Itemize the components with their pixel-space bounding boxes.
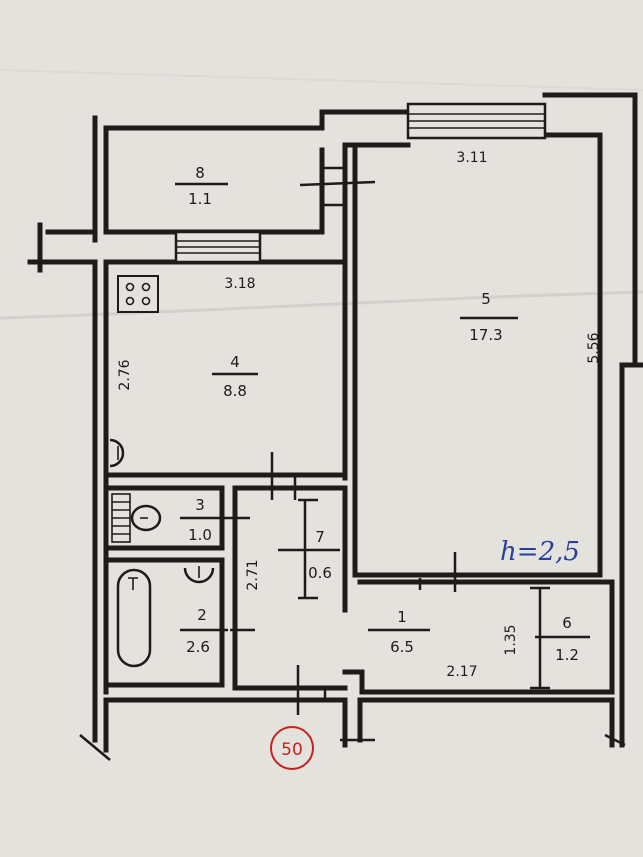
- room-8: 8 1.1: [188, 164, 212, 208]
- room-number: 4: [230, 353, 240, 371]
- room-number: 6: [562, 614, 572, 632]
- room-number: 8: [195, 164, 205, 182]
- room-2: 2 2.6: [186, 606, 210, 656]
- room-area: 2.6: [186, 638, 210, 656]
- room-5: 5 17.3: [469, 290, 502, 344]
- room-number: 7: [315, 528, 325, 546]
- room-number: 2: [197, 606, 207, 624]
- stove-icon: [117, 275, 159, 313]
- apartment-number-stamp: 50: [270, 726, 314, 770]
- bathtub-icon: [116, 568, 152, 668]
- dimension-room5-width: 3.11: [456, 150, 487, 166]
- room-area: 0.6: [308, 564, 332, 582]
- paper-crease: [0, 69, 643, 91]
- fraction-bars: [175, 182, 590, 639]
- kitchen-sink-icon: [109, 438, 125, 468]
- window-kitchen: [174, 230, 262, 264]
- dimension-room4-length: 2.76: [117, 359, 133, 390]
- room-6: 6 1.2: [555, 614, 579, 664]
- room-number: 3: [195, 496, 205, 514]
- room-7: 7 0.6: [308, 528, 332, 582]
- room-number: 5: [481, 290, 491, 308]
- dimension-corridor-length: 2.71: [245, 559, 261, 590]
- room-area: 1.0: [188, 526, 212, 544]
- room-area: 1.1: [188, 190, 212, 208]
- room-number: 1: [397, 608, 407, 626]
- walls: [27, 92, 643, 753]
- dimension-room5-length: 5.56: [586, 332, 602, 363]
- washbasin-icon: [183, 566, 215, 584]
- ceiling-height-note: h=2,5: [500, 537, 580, 567]
- windows: [174, 102, 547, 264]
- room-1: 1 6.5: [390, 608, 414, 656]
- room-area: 6.5: [390, 638, 414, 656]
- room-area: 17.3: [469, 326, 502, 344]
- room-area: 1.2: [555, 646, 579, 664]
- room-3: 3 1.0: [188, 496, 212, 544]
- room-4: 4 8.8: [223, 353, 247, 400]
- room-area: 8.8: [223, 382, 247, 400]
- dimension-room4-width: 3.18: [224, 276, 255, 292]
- toilet-icon: [111, 493, 162, 543]
- dimension-room1-width: 2.17: [446, 664, 477, 680]
- apartment-number: 50: [281, 740, 303, 760]
- dimension-room6-length: 1.35: [503, 624, 519, 655]
- window-room5: [406, 102, 547, 140]
- paper-fold: [0, 290, 643, 320]
